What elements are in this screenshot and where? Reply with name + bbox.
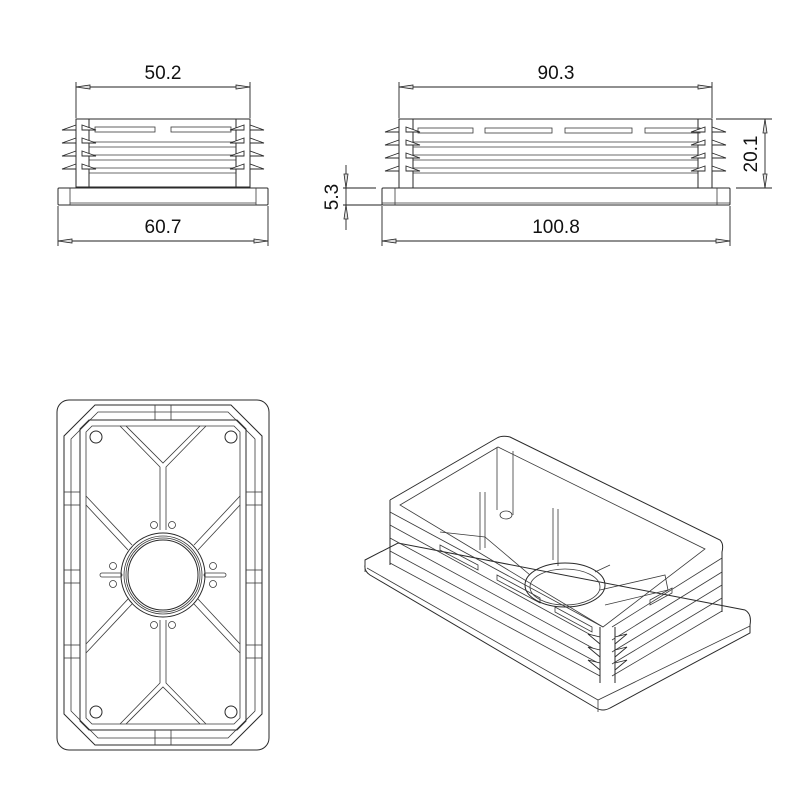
dim-label-flange-thickness: 5.3 <box>322 184 343 210</box>
dimension-100-8: 100.8 <box>381 206 731 246</box>
isometric-view <box>364 435 751 712</box>
dim-label-flange-length: 100.8 <box>532 217 580 238</box>
bottom-view <box>56 399 270 751</box>
dim-label-insert-width: 50.2 <box>145 63 182 84</box>
side-view: 90.3 <box>322 63 772 246</box>
dimension-60-7: 60.7 <box>57 206 269 246</box>
dim-label-insert-height: 20.1 <box>741 136 762 173</box>
dimension-50-2: 50.2 <box>75 63 251 118</box>
front-view: 50.2 <box>57 63 269 246</box>
dimension-90-3: 90.3 <box>398 63 713 118</box>
dim-label-insert-length: 90.3 <box>538 63 575 84</box>
dim-label-flange-width: 60.7 <box>145 217 182 238</box>
dimension-20-1: 20.1 <box>716 118 772 189</box>
dimension-5-3: 5.3 <box>322 165 382 230</box>
